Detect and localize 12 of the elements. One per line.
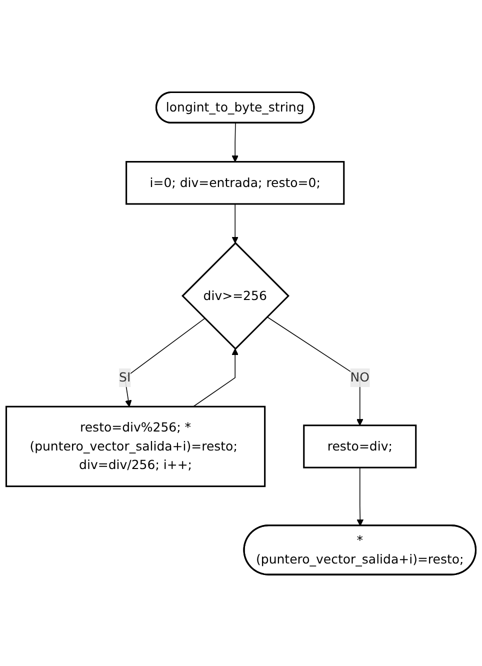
node-box: resto=div;	[303, 424, 417, 468]
arrow	[232, 203, 239, 243]
arrow	[266, 316, 364, 426]
edge-label: SI	[119, 369, 131, 384]
arrow	[124, 318, 206, 406]
node-diamond: div>=256	[182, 242, 290, 350]
node-box: resto=div%256; *(puntero_vector_salida+i)=resto; div=div/256; i++;	[5, 405, 266, 487]
arrow	[192, 348, 239, 407]
arrow	[232, 122, 239, 162]
arrow	[356, 466, 364, 526]
edge-label: NO	[350, 369, 370, 384]
node-box: i=0; div=entrada; resto=0;	[126, 160, 345, 204]
